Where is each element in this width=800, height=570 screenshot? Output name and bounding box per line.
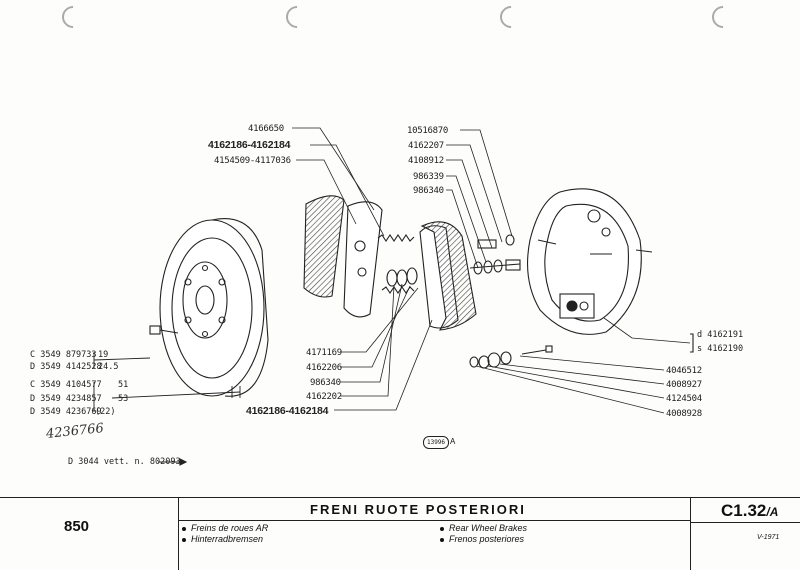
drum-ref-code: C 3549 879733	[30, 350, 97, 360]
exploded-brake-drawing	[93, 127, 694, 466]
part-number: 4162202	[306, 392, 342, 402]
drum-ref-code: D 3549 4236769	[30, 407, 102, 417]
title-block: 850 FRENI RUOTE POSTERIORI Freins de rou…	[0, 497, 800, 570]
title-rule	[178, 520, 690, 521]
title-cell: FRENI RUOTE POSTERIORI Freins de roues A…	[178, 498, 690, 570]
adjuster-assembly	[469, 234, 521, 275]
revision-date: V-1971	[757, 534, 780, 541]
part-number: 4171169	[306, 348, 342, 358]
part-number: 4154509-4117036	[214, 156, 291, 166]
code-cell: C1.32/A V-1971	[690, 498, 800, 570]
drum-ref-code: D 3549 4234857	[30, 394, 102, 404]
dimension-brackets	[93, 352, 241, 412]
drum-ref-dim: (22)	[95, 407, 116, 417]
section-title: FRENI RUOTE POSTERIORI	[310, 502, 526, 517]
drum-ref-code: D 3549 4142528	[30, 362, 102, 372]
part-number: 4162206	[306, 363, 342, 373]
plate-variant-left: s 4162190	[697, 344, 744, 354]
upper-spring	[377, 234, 415, 242]
part-number: 4008928	[666, 409, 702, 419]
part-number: 4166650	[248, 124, 284, 134]
code-rule	[691, 522, 800, 523]
title-spanish: Frenos posteriores	[440, 534, 524, 544]
drawing-letter: A	[450, 437, 456, 446]
model-number: 850	[64, 518, 90, 535]
bleeder-parts	[469, 345, 553, 369]
right-brake-lining	[420, 221, 477, 331]
cup-1	[386, 269, 398, 287]
drum-ref-dim: 24.5	[98, 362, 119, 372]
left-brake-lining	[303, 195, 345, 298]
part-number: 4162186-4162184	[246, 405, 329, 417]
part-number: 986340	[310, 378, 341, 388]
drawing-number-badge: 13996	[423, 436, 449, 449]
drum-ref-code: C 3549 4104577	[30, 380, 102, 390]
backing-plate	[527, 188, 653, 335]
brake-drum	[159, 218, 269, 397]
part-number: 4046512	[666, 366, 702, 376]
title-german: Hinterradbremsen	[182, 534, 263, 544]
plate-variant-right: d 4162191	[697, 330, 744, 340]
part-number: 10516870	[407, 126, 448, 136]
leader-lines	[292, 127, 691, 414]
wheel-bolt	[149, 325, 179, 335]
drum-ref-dim: 19	[98, 350, 109, 360]
vehicle-note: D 3044 vett. n. 802093	[68, 457, 181, 467]
part-number: 4008927	[666, 380, 702, 390]
part-number: 4108912	[408, 156, 444, 166]
cup-2	[396, 269, 408, 287]
cup-3	[406, 267, 418, 285]
left-brake-shoe	[343, 201, 383, 318]
part-number: 4162207	[408, 141, 444, 151]
part-number: 4162186-4162184	[208, 139, 291, 151]
part-number: 986340	[413, 186, 444, 196]
page-code: C1.32/A	[721, 501, 779, 520]
title-french: Freins de roues AR	[182, 523, 268, 533]
title-english: Rear Wheel Brakes	[440, 523, 527, 533]
drum-ref-dim: 53	[118, 394, 129, 404]
part-number: 4124504	[666, 394, 702, 404]
drum-ref-dim: 51	[118, 380, 129, 390]
part-number: 986339	[413, 172, 444, 182]
model-cell: 850	[0, 498, 179, 570]
variant-bracket	[690, 333, 694, 353]
